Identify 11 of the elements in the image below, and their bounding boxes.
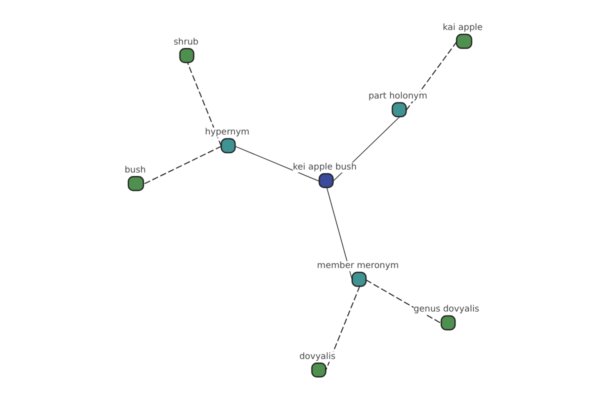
connector [366, 280, 442, 324]
node-label: shrub [174, 37, 198, 48]
connector [406, 42, 457, 111]
connector [325, 286, 360, 371]
connector [234, 146, 320, 182]
node-label: bush [124, 165, 146, 176]
node-text: member meronym [317, 261, 399, 272]
connector [186, 62, 222, 146]
node-label: kai apple [442, 23, 483, 34]
connector [326, 187, 353, 280]
connector [143, 146, 222, 185]
